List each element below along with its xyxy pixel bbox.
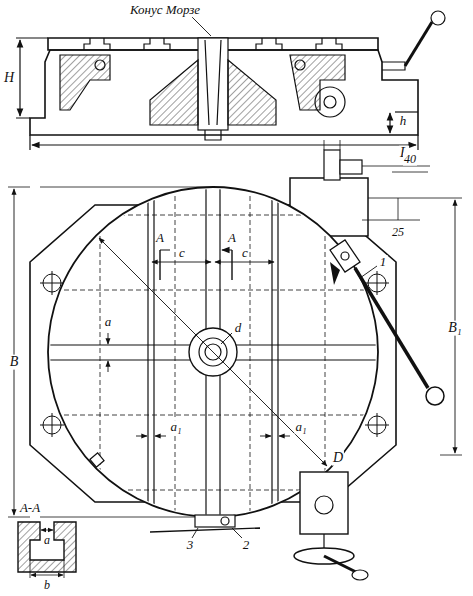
dimension: h: [399, 114, 408, 128]
dimension: a: [43, 534, 51, 547]
cone-callout: Конус Морзе: [129, 3, 201, 17]
dimension: 25: [391, 226, 405, 239]
section-view: [16, 11, 445, 150]
dimension: H: [3, 71, 15, 86]
callout-number: 2: [242, 538, 251, 552]
plan-view: [8, 140, 462, 580]
callout-number: 1: [379, 255, 388, 269]
dimension: c: [241, 246, 249, 260]
dimension: b: [43, 579, 51, 592]
dimension: B: [9, 355, 20, 370]
dimension: B₁: [447, 321, 462, 336]
dimension: a₁: [169, 420, 182, 434]
dimension: a₁: [294, 420, 307, 434]
section-label: А-А: [19, 501, 41, 515]
section-a-a: [18, 522, 76, 578]
dimension: a: [104, 315, 113, 329]
section-mark: A: [155, 231, 165, 245]
section-mark: A: [227, 231, 237, 245]
dimension: D: [332, 451, 344, 466]
dimension: d: [234, 321, 243, 335]
dimension: 40: [403, 153, 417, 166]
dimension: c: [178, 246, 186, 260]
callout-number: 3: [186, 538, 195, 552]
